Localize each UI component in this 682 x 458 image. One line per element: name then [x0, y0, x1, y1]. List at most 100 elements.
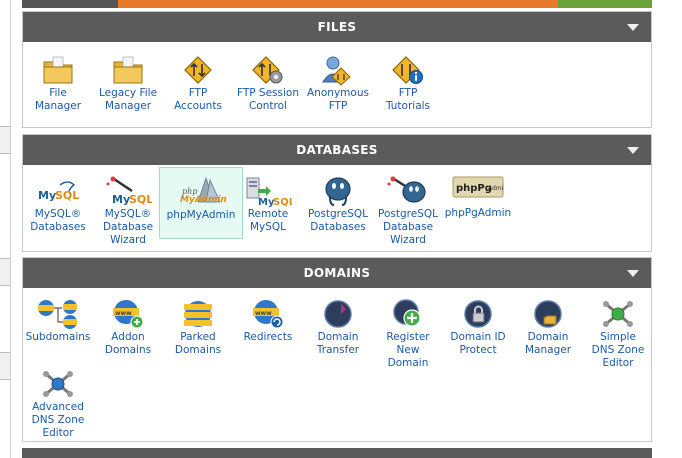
- item-label: MySQL®: [34, 208, 82, 220]
- item-label: Database: [102, 221, 154, 233]
- subdomains-link[interactable]: Subdomains: [23, 298, 93, 343]
- item-label: Domain: [527, 331, 569, 343]
- files-panel-header[interactable]: FILES: [23, 12, 651, 42]
- item-label: PostgreSQL: [308, 208, 368, 220]
- domain-manager-link[interactable]: Domain Manager: [513, 298, 583, 356]
- domain-transfer-link[interactable]: Domain Transfer: [303, 298, 373, 356]
- databases-panel-title: DATABASES: [296, 143, 378, 157]
- folder-icon: [43, 56, 73, 84]
- item-label: FTP: [328, 100, 348, 112]
- item-label: phpMyAdmin: [166, 209, 236, 221]
- item-label: FTP: [398, 87, 418, 99]
- sidebar-fragment: [0, 352, 10, 380]
- item-label: Control: [249, 100, 287, 112]
- item-label: Transfer: [316, 344, 360, 356]
- sidebar-fragment: [0, 126, 10, 154]
- svg-text:www: www: [115, 310, 132, 317]
- item-label: Subdomains: [25, 331, 91, 343]
- collapse-arrow-icon[interactable]: [627, 24, 639, 31]
- item-label: Addon: [111, 331, 145, 343]
- item-label: Wizard: [390, 234, 426, 246]
- top-banner-strip: [22, 0, 652, 8]
- svg-text:MyAdmin: MyAdmin: [180, 195, 226, 205]
- simple-dns-zone-editor-link[interactable]: Simple DNS Zone Editor: [583, 298, 653, 369]
- item-label: Wizard: [110, 234, 146, 246]
- item-label: New: [396, 344, 420, 356]
- addon-domains-link[interactable]: www Addon Domains: [93, 298, 163, 356]
- svg-text:My: My: [258, 197, 275, 207]
- item-label: Manager: [34, 100, 82, 112]
- item-label: Simple: [600, 331, 636, 343]
- left-sidebar-edge: [0, 0, 11, 458]
- ftp-tutorials-link[interactable]: FTP Tutorials: [373, 54, 443, 112]
- svg-text:My: My: [38, 189, 56, 202]
- domain-protect-icon: [464, 300, 492, 328]
- phpmyadmin-link[interactable]: php MyAdmin phpMyAdmin: [159, 167, 243, 239]
- mysql-database-wizard-link[interactable]: My SQL MySQL® Database Wizard: [93, 175, 163, 246]
- ftp-info-icon: [392, 56, 423, 84]
- domains-panel-header[interactable]: DOMAINS: [23, 258, 651, 288]
- phpmyadmin-icon: php MyAdmin: [180, 176, 226, 205]
- item-label: Protect: [459, 344, 497, 356]
- domains-panel-title: DOMAINS: [303, 266, 371, 280]
- postgresql-databases-link[interactable]: PostgreSQL Databases: [303, 175, 373, 233]
- item-label: Databases: [310, 221, 366, 233]
- redirects-icon: www: [253, 300, 284, 329]
- item-label: Legacy File: [98, 87, 158, 99]
- subdomains-icon: [38, 300, 77, 329]
- item-label: phpPgAdmin: [444, 207, 512, 219]
- parked-domains-icon: [184, 301, 212, 327]
- advanced-dns-zone-editor-link[interactable]: Advanced DNS Zone Editor: [23, 368, 93, 439]
- item-label: PostgreSQL: [378, 208, 438, 220]
- ftp-gear-icon: [252, 56, 283, 84]
- legacy-file-manager-link[interactable]: Legacy File Manager: [93, 54, 163, 112]
- parked-domains-link[interactable]: Parked Domains: [163, 298, 233, 356]
- svg-text:SQL: SQL: [129, 193, 152, 206]
- banner-green: [558, 0, 652, 8]
- item-label: Redirects: [243, 331, 293, 343]
- item-label: Domain: [317, 331, 359, 343]
- item-label: Register: [386, 331, 430, 343]
- item-label: Domains: [104, 344, 152, 356]
- redirects-link[interactable]: www Redirects: [233, 298, 303, 343]
- files-panel: FILES File Manager Legacy File Manager: [22, 11, 652, 128]
- remote-mysql-link[interactable]: My SQL Remote MySQL: [233, 175, 303, 233]
- item-label: Editor: [602, 357, 634, 369]
- domain-id-protect-link[interactable]: Domain ID Protect: [443, 298, 513, 356]
- ftp-icon: [184, 56, 212, 84]
- databases-panel-header[interactable]: DATABASES: [23, 135, 651, 165]
- svg-text:SQL: SQL: [273, 197, 292, 207]
- postgresql-wizard-icon: [387, 176, 426, 203]
- postgresql-database-wizard-link[interactable]: PostgreSQL Database Wizard: [373, 175, 443, 246]
- ftp-accounts-link[interactable]: FTP Accounts: [163, 54, 233, 112]
- item-label: Tutorials: [385, 100, 431, 112]
- ftp-session-control-link[interactable]: FTP Session Control: [233, 54, 303, 112]
- item-label: Database: [382, 221, 434, 233]
- dns-advanced-icon: [43, 371, 73, 397]
- file-manager-link[interactable]: File Manager: [23, 54, 93, 112]
- item-label: Advanced: [32, 401, 84, 413]
- item-label: Parked: [180, 331, 216, 343]
- collapse-arrow-icon[interactable]: [627, 147, 639, 154]
- item-label: Domains: [174, 344, 222, 356]
- register-new-domain-link[interactable]: Register New Domain: [373, 298, 443, 369]
- mysql-databases-link[interactable]: My SQL MySQL® Databases: [23, 175, 93, 233]
- next-panel-header[interactable]: [22, 448, 652, 458]
- users-icon: [322, 56, 351, 86]
- svg-text:phpPg: phpPg: [456, 183, 492, 194]
- item-label: Domain ID: [450, 331, 506, 343]
- item-label: FTP: [188, 87, 208, 99]
- anonymous-ftp-link[interactable]: Anonymous FTP: [303, 54, 373, 112]
- item-label: MySQL®: [104, 208, 152, 220]
- postgresql-icon: [325, 177, 351, 206]
- item-label: File: [49, 87, 67, 99]
- phppgadmin-link[interactable]: phpPg Admin phpPgAdmin: [443, 175, 513, 219]
- item-label: DNS Zone: [31, 414, 85, 426]
- svg-text:php: php: [182, 187, 197, 196]
- item-label: MySQL: [249, 221, 287, 233]
- banner-orange: [118, 0, 558, 8]
- collapse-arrow-icon[interactable]: [627, 270, 639, 277]
- svg-text:Admin: Admin: [488, 185, 504, 192]
- item-label: Domain: [387, 357, 429, 369]
- files-panel-title: FILES: [317, 20, 357, 34]
